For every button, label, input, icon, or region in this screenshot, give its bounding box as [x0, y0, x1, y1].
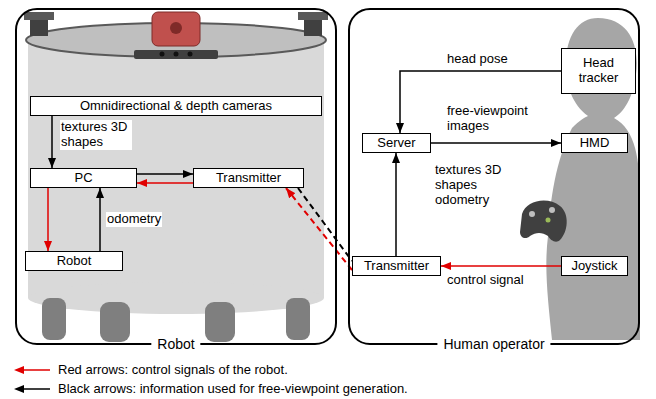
connector [137, 173, 193, 175]
box-label: PC [74, 171, 92, 186]
process-box: Robot [25, 251, 123, 271]
connector [400, 71, 561, 133]
camera-lens [170, 22, 182, 34]
robot-body [28, 40, 324, 298]
connector [286, 188, 352, 270]
wheel [205, 302, 235, 342]
box-label: HMD [580, 136, 610, 151]
camera-mount [298, 12, 328, 20]
edge-label: textures 3D shapes odometry [434, 163, 506, 208]
connector [51, 116, 53, 168]
box-label: Omnidirectional & depth cameras [80, 99, 272, 114]
depth-lens [160, 52, 165, 57]
edge-label: head pose [446, 52, 509, 67]
process-box: PC [30, 168, 137, 188]
box-label: Transmitter [216, 171, 281, 186]
operator-silhouette [546, 18, 640, 340]
box-label: Transmitter [364, 259, 429, 274]
process-box: Joystick [561, 256, 628, 276]
connector [99, 188, 101, 251]
legend-red-head [14, 366, 24, 374]
panel: Robot Omnidirectional & depth camerasPC Tr… [15, 8, 337, 345]
process-box: HMD [561, 133, 628, 153]
depth-lens [188, 52, 193, 57]
process-box: Head tracker [561, 48, 636, 94]
edge-label: control signal [446, 273, 525, 288]
legend-text: Black arrows: information used for free-… [58, 381, 408, 396]
edge-label: odometry [106, 212, 162, 227]
legend-black-head [14, 385, 24, 393]
connector [298, 188, 352, 261]
connector [137, 182, 193, 184]
camera-mount [24, 12, 54, 20]
wheel [286, 298, 310, 340]
connector [395, 153, 397, 256]
edge-label: free-viewpoint images [446, 104, 548, 134]
box-label: Server [377, 136, 415, 151]
wheel [42, 298, 66, 340]
panel-heading: Robot [151, 335, 200, 353]
edge-label: textures 3D shapes [60, 120, 132, 150]
joystick-icon [520, 200, 567, 241]
connector [47, 188, 49, 251]
legend-red-sample [20, 369, 50, 371]
panel-heading: Human operator [437, 335, 550, 353]
wheel [100, 302, 130, 342]
process-box: Transmitter [352, 256, 441, 276]
process-box: Transmitter [193, 168, 304, 188]
connector [431, 142, 561, 144]
process-box: Server [362, 133, 431, 153]
box-label: Joystick [571, 259, 617, 274]
omni-camera [152, 12, 200, 46]
box-label: Robot [57, 254, 92, 269]
depth-lens [174, 52, 179, 57]
box-label: Head tracker [562, 56, 635, 86]
legend-black-sample [20, 388, 50, 390]
process-box: Omnidirectional & depth cameras [30, 96, 322, 116]
connector [441, 265, 561, 267]
legend-text: Red arrows: control signals of the robot… [58, 362, 288, 377]
robot-base [28, 282, 324, 314]
depth-camera [134, 50, 218, 59]
